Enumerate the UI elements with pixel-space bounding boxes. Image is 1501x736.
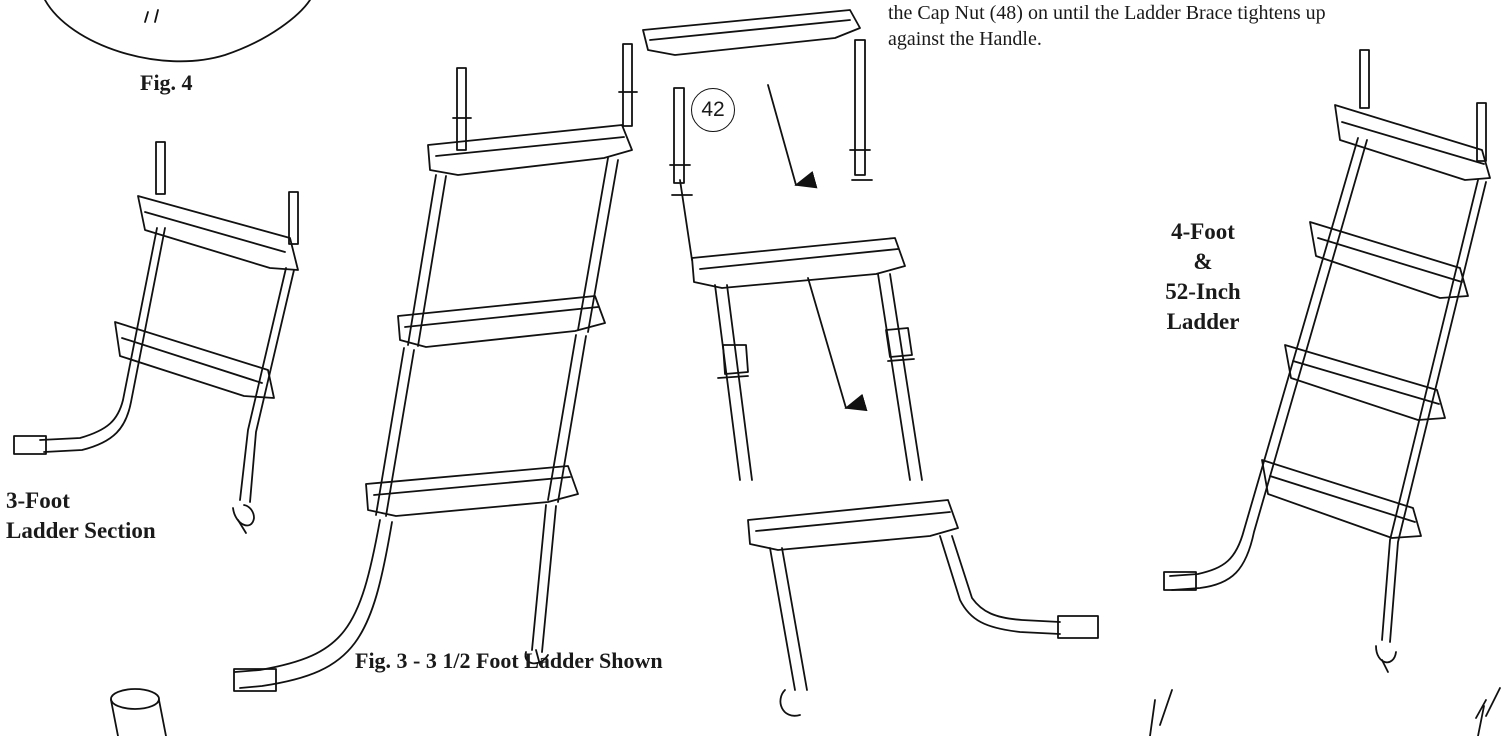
four-foot-label-line-3: 52-Inch	[1165, 279, 1241, 304]
instruction-line-1: the Cap Nut (48) on until the Ladder Bra…	[888, 2, 1326, 24]
four-foot-label-line-2: &	[1193, 249, 1213, 274]
four-foot-ladder-label: 4-Foot & 52-Inch Ladder	[1153, 217, 1253, 337]
three-foot-ladder-drawing	[13, 141, 299, 534]
exploded-ladder-drawing	[669, 39, 1099, 717]
fig4-label: Fig. 4	[140, 70, 193, 95]
four-foot-label-line-4: Ladder	[1166, 309, 1240, 334]
fig4-detail-circle	[44, 0, 311, 63]
instruction-text: the Cap Nut (48) on until the Ladder Bra…	[888, 0, 1488, 52]
part-callout-42: 42	[691, 88, 735, 132]
three-foot-ladder-label: 3-Foot Ladder Section	[6, 486, 156, 546]
three-foot-label-line-2: Ladder Section	[6, 518, 156, 543]
partial-sketch-marks	[1149, 687, 1501, 736]
four-foot-ladder-drawing	[1163, 49, 1491, 673]
four-foot-label-line-1: 4-Foot	[1171, 219, 1235, 244]
exploded-top-cap	[642, 9, 861, 56]
tube-drawing	[110, 688, 167, 736]
three-half-foot-ladder-drawing	[233, 43, 638, 692]
instruction-line-2: against the Handle.	[888, 28, 1042, 50]
fig3-caption: Fig. 3 - 3 1/2 Foot Ladder Shown	[355, 648, 663, 673]
three-foot-label-line-1: 3-Foot	[6, 488, 70, 513]
